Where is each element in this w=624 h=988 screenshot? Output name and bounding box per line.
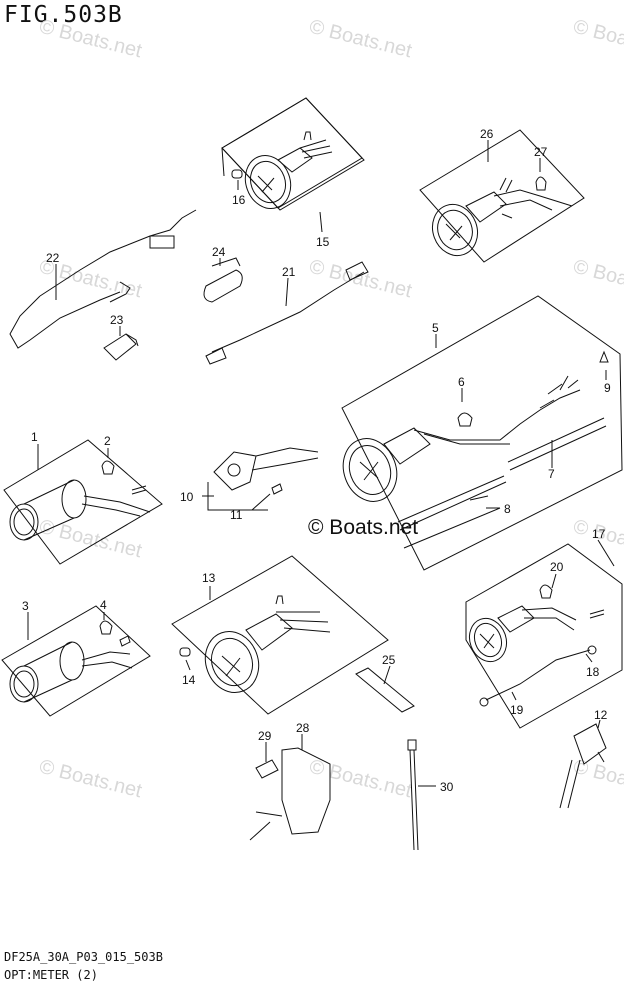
callout-6: 6 [458, 375, 465, 389]
part-13-gauge-drawing [171, 555, 389, 715]
leader-lines [27, 140, 615, 787]
callout-20: 20 [550, 560, 564, 574]
callout-24: 24 [212, 245, 226, 259]
callout-10: 10 [180, 490, 194, 504]
callout-25: 25 [382, 653, 396, 667]
callout-26: 26 [480, 127, 494, 141]
figure-title: FIG.503B [4, 2, 123, 28]
part-15-gauge-drawing [221, 97, 365, 211]
watermark-main: © Boats.net [308, 516, 419, 539]
section-name: OPT:METER (2) [4, 968, 98, 982]
part-10-bracket-drawing [207, 447, 319, 511]
part-22-harness-drawing [9, 209, 197, 349]
callout-11: 11 [230, 508, 243, 522]
callout-13: 13 [202, 571, 216, 585]
callout-4: 4 [100, 598, 107, 612]
callout-27: 27 [534, 145, 548, 159]
callout-18: 18 [586, 665, 600, 679]
part-30-cable-tie-drawing [407, 739, 419, 851]
callout-30: 30 [440, 780, 454, 794]
callout-9: 9 [604, 381, 611, 395]
part-24-grommet-drawing [203, 257, 243, 303]
callout-7: 7 [548, 467, 555, 481]
callout-17: 17 [592, 527, 606, 541]
callout-3: 3 [22, 599, 29, 613]
callout-14: 14 [182, 673, 196, 687]
callout-labels: 1 2 3 4 5 6 7 8 9 10 11 12 13 14 15 16 1… [22, 127, 611, 794]
part-21-cable-drawing [205, 261, 369, 365]
part-17-gauge-drawing [465, 543, 623, 729]
callout-1: 1 [31, 430, 38, 444]
part-23-connector-drawing [103, 333, 139, 361]
callout-15: 15 [316, 235, 330, 249]
callout-23: 23 [110, 313, 124, 327]
callout-16: 16 [232, 193, 246, 207]
callout-21: 21 [282, 265, 296, 279]
callout-19: 19 [510, 703, 524, 717]
callout-29: 29 [258, 729, 272, 743]
callout-28: 28 [296, 721, 310, 735]
part-26-gauge-drawing [419, 129, 585, 263]
part-28-bracket-drawing [249, 747, 331, 841]
callout-2: 2 [104, 434, 111, 448]
model-code: DF25A_30A_P03_015_503B [4, 950, 163, 964]
part-25-strap-drawing [355, 667, 415, 713]
callout-8: 8 [504, 502, 511, 516]
part-5-gauge-assy-drawing [341, 295, 623, 571]
callout-5: 5 [432, 321, 439, 335]
callout-22: 22 [46, 251, 60, 265]
part-3-hour-meter-drawing [1, 605, 151, 717]
callout-12: 12 [594, 708, 608, 722]
part-1-hour-meter-drawing [3, 439, 163, 565]
part-12-bracket-drawing [559, 723, 607, 809]
